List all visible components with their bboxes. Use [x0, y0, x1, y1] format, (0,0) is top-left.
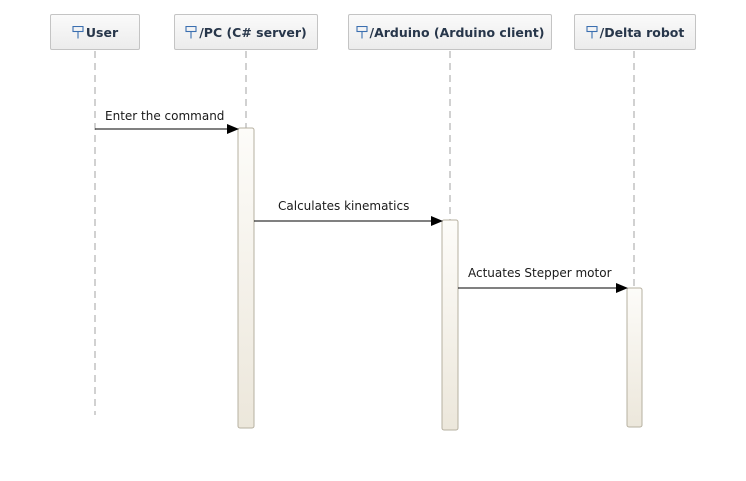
lifeline-label: /PC (C# server): [199, 24, 307, 40]
lifeline-header-user[interactable]: User: [50, 14, 140, 50]
lifeline-icon: [185, 25, 197, 39]
lifeline-icon: [72, 25, 84, 39]
message-label-1: Enter the command: [105, 109, 225, 123]
message-label-2: Calculates kinematics: [278, 199, 410, 213]
lifeline-label: /Arduino (Arduino client): [369, 24, 545, 40]
activation-bar-arduino: [441, 219, 459, 431]
lifeline-header-arduino[interactable]: /Arduino (Arduino client): [348, 14, 552, 50]
lifeline-icon: [586, 25, 598, 39]
lifeline-header-delta[interactable]: /Delta robot: [574, 14, 696, 50]
lifeline-label: User: [85, 24, 119, 40]
lifeline-header-pc[interactable]: /PC (C# server): [174, 14, 318, 50]
message-label-3: Actuates Stepper motor: [468, 266, 612, 280]
activation-bar-delta: [626, 287, 643, 428]
lifeline-icon: [355, 25, 368, 39]
activation-bar-pc: [237, 127, 255, 429]
lifeline-label: /Delta robot: [599, 24, 685, 40]
